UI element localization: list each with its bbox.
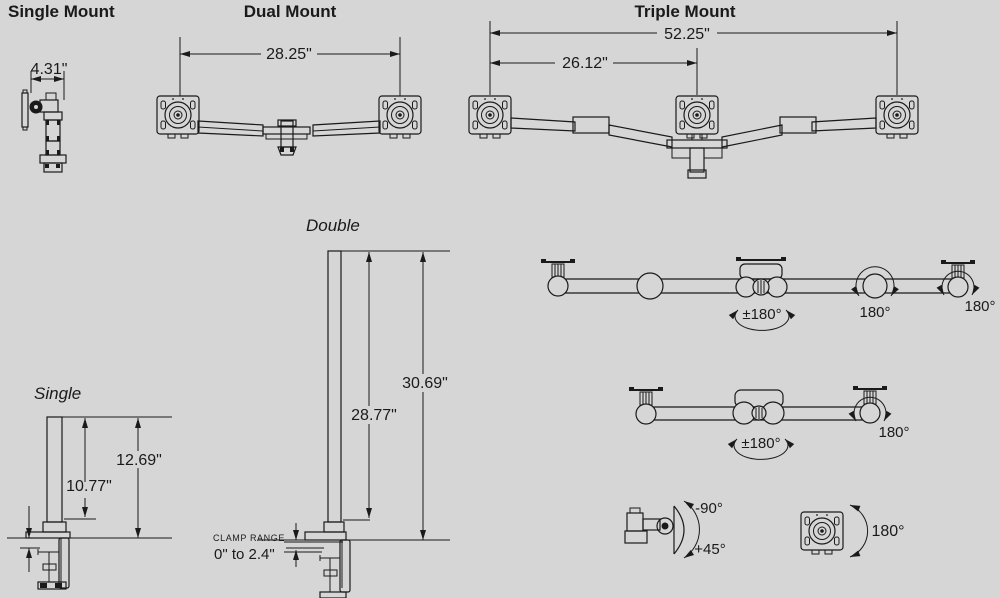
head-rotation-text: 180° xyxy=(871,523,904,540)
depth-dimension-text: 4.31" xyxy=(31,61,68,78)
rotation-arc xyxy=(848,396,892,422)
single-pole-total-height-dimension: 12.69" xyxy=(62,416,172,538)
center-joint-assembly xyxy=(732,389,785,425)
triple-mount-arms xyxy=(510,116,877,179)
vesa-plate-right xyxy=(875,95,919,139)
triple-half-dimension: 26.12" xyxy=(490,55,697,72)
double-pole-total-height-dimension: 30.69" xyxy=(341,250,453,540)
vesa-plate-left xyxy=(468,95,512,139)
double-pole-height-dimension: 28.77" xyxy=(343,252,402,521)
monitor-head-right xyxy=(852,385,888,424)
double-pole-drawing: 30.69" 28.77" CLAMP RANGE 0" to 2.4" xyxy=(213,250,453,598)
total-height-text: 12.69" xyxy=(116,452,162,469)
double-pole-label: Double xyxy=(306,216,360,235)
triple-mount-drawing: 52.25" 26.12" xyxy=(468,21,919,179)
rotation-arc xyxy=(936,270,980,296)
total-height-text: 30.69" xyxy=(402,375,448,392)
head-rotation-text: 180° xyxy=(878,424,909,441)
head-rotation-text: 180° xyxy=(964,298,995,315)
tilt-up-text: -90° xyxy=(695,500,723,517)
single-mount-drawing: 4.31" xyxy=(21,61,68,173)
tilt-arc xyxy=(683,500,700,559)
single-pole-height-dimension: 10.77" xyxy=(63,418,113,520)
tilt-view-drawing: -90° +45° xyxy=(624,500,726,559)
pole-height-text: 28.77" xyxy=(351,407,397,424)
vesa-plate-left xyxy=(156,95,200,139)
single-mount-title: Single Mount xyxy=(8,2,115,21)
double-pole xyxy=(258,250,450,598)
mid-joint-rotation-callout: 180° xyxy=(851,266,899,321)
vesa-plate xyxy=(800,511,844,555)
head-rotation-callout: 180° xyxy=(848,385,910,441)
dual-mount-arms xyxy=(197,119,381,156)
overall-width-text: 52.25" xyxy=(664,26,710,43)
pole-height-text: 10.77" xyxy=(66,478,112,495)
tilt-head-side-view xyxy=(624,505,685,555)
triple-top-view-drawing: ±180° 180° 180° xyxy=(540,257,996,331)
center-rotation-text: ±180° xyxy=(742,306,781,323)
vesa-plate-center xyxy=(675,95,719,139)
head-rotation-callout: 180° xyxy=(936,259,996,315)
center-rotation-callout: ±180° xyxy=(728,306,796,331)
triple-mount-title: Triple Mount xyxy=(634,2,736,21)
head-rotation-drawing: 180° xyxy=(800,504,905,558)
dual-mount-title: Dual Mount xyxy=(243,2,337,21)
dual-mount-width-dimension: 28.25" xyxy=(179,37,401,96)
single-mount-depth-dimension: 4.31" xyxy=(30,61,68,100)
monitor-head-left xyxy=(628,386,664,425)
single-mount-arm xyxy=(21,89,67,173)
rotation-arc xyxy=(849,504,869,558)
single-pole xyxy=(7,416,172,590)
single-clamp-range-arrows xyxy=(20,506,40,572)
rotation-arc xyxy=(727,438,795,460)
clamp-range-callout: CLAMP RANGE 0" to 2.4" xyxy=(213,523,343,567)
triple-overall-dimension: 52.25" xyxy=(489,21,898,95)
single-pole-drawing: 12.69" 10.77" xyxy=(7,416,172,590)
dual-top-view-drawing: ±180° 180° xyxy=(628,385,910,460)
center-rotation-callout: ±180° xyxy=(727,435,795,460)
joint-rotation-text: 180° xyxy=(859,304,890,321)
clamp-range-label: CLAMP RANGE xyxy=(213,533,285,543)
center-rotation-text: ±180° xyxy=(741,435,780,452)
vesa-plate-right xyxy=(378,95,422,139)
left-to-center-text: 26.12" xyxy=(562,55,608,72)
clamp-range-value: 0" to 2.4" xyxy=(214,546,275,563)
rotation-arc xyxy=(851,266,899,297)
center-joint-assembly xyxy=(735,257,788,298)
tilt-down-text: +45° xyxy=(694,541,725,558)
elbow-joint xyxy=(636,272,664,300)
width-dimension-text: 28.25" xyxy=(266,46,312,63)
single-pole-label: Single xyxy=(34,384,82,403)
dual-mount-drawing: 28.25" xyxy=(156,37,422,156)
monitor-head-left xyxy=(540,258,576,297)
rotation-arc xyxy=(728,309,796,331)
